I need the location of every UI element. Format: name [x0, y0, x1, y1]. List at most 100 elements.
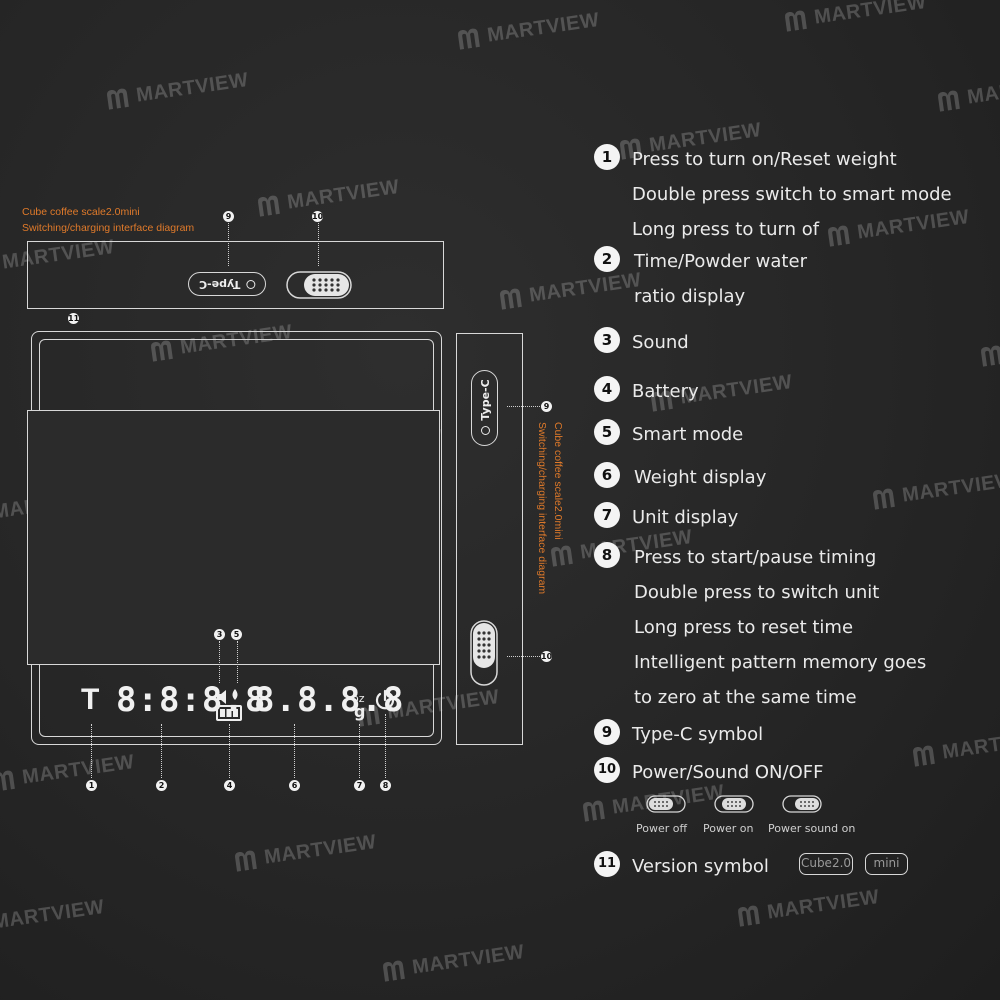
callout-4: 4 — [224, 780, 235, 791]
switch-state-label-on: Power on — [703, 822, 754, 835]
legend-text: Power/Sound ON/OFF — [632, 755, 823, 790]
brand-logo-icon — [934, 87, 963, 114]
leader-10-top — [318, 223, 319, 266]
port-dot-icon-side — [480, 425, 490, 435]
legend-line: Double press to switch unit — [634, 582, 880, 603]
legend-line: Long press to turn of — [632, 219, 820, 240]
version-tag-cube: Cube2.0 — [799, 853, 853, 875]
legend-number-badge: 4 — [594, 376, 620, 402]
brand-logo-icon — [103, 85, 132, 112]
switch-state-label-sound: Power sound on — [768, 822, 856, 835]
legend-line: Double press switch to smart mode — [632, 184, 952, 205]
legend-line: ratio display — [634, 286, 746, 307]
legend-text: Smart mode — [632, 417, 743, 452]
brand-logo-icon — [734, 902, 763, 929]
watermark: MARTVIEW — [379, 940, 526, 984]
callout-11: 11 — [68, 313, 80, 324]
legend-text: Unit display — [632, 500, 738, 535]
leader-8 — [385, 714, 386, 778]
unit-g: g — [354, 702, 366, 721]
type-c-side-label: Type-C — [478, 379, 492, 421]
legend-text: Version symbol — [632, 849, 769, 884]
callout-3: 3 — [214, 629, 225, 640]
legend-text: Weight display — [634, 460, 766, 495]
legend-line: Unit display — [632, 507, 739, 528]
smart-mode-icon — [232, 689, 238, 700]
legend-line: Press to start/pause timing — [634, 547, 877, 568]
switch-power-sound-on-icon — [782, 795, 822, 813]
legend-text: Battery — [632, 374, 699, 409]
callout-5: 5 — [231, 629, 242, 640]
brand-logo-icon — [547, 542, 576, 569]
legend-item: 2 Time/Powder water ratio display — [594, 244, 807, 314]
watermark-text: MARTVIEW — [410, 940, 526, 979]
watermark-text: MARTVIEW — [812, 0, 928, 29]
leader-4 — [229, 724, 230, 778]
leader-9-side — [507, 406, 540, 407]
legend-line: Power/Sound ON/OFF — [632, 762, 824, 783]
type-c-port-side: Type-C — [471, 370, 498, 446]
legend-number-badge: 2 — [594, 246, 620, 272]
watermark: MARTVIEW — [454, 8, 601, 52]
watermark: MARTVIEW — [0, 895, 106, 939]
leader-1 — [91, 724, 92, 778]
power-button-icon[interactable] — [373, 688, 397, 712]
watermark: MARTVIEW — [547, 525, 694, 569]
leader-5 — [237, 641, 238, 683]
brand-logo-icon — [824, 222, 853, 249]
brand-logo-icon — [579, 797, 608, 824]
callout-2: 2 — [156, 780, 167, 791]
brand-logo-icon — [379, 957, 408, 984]
brand-logo-icon — [231, 847, 260, 874]
watermark: MARTVIEW — [616, 118, 763, 162]
side-caption: Cube coffee scale2.0mini Switching/charg… — [534, 422, 566, 594]
legend-line: Battery — [632, 381, 699, 402]
switch-power-on-icon — [714, 795, 754, 813]
legend-number-badge: 7 — [594, 502, 620, 528]
leader-3 — [219, 641, 220, 683]
legend-line: Intelligent pattern memory goes — [634, 652, 927, 673]
legend-line: Press to turn on/Reset weight — [632, 149, 897, 170]
watermark: MARTVIEW — [977, 325, 1000, 369]
brand-logo-icon — [147, 337, 176, 364]
timer-t-icon: T — [81, 683, 100, 716]
watermark-text: MARTVIEW — [965, 70, 1000, 109]
legend-line: Time/Powder water — [634, 251, 807, 272]
side-caption-line2: Switching/charging interface diagram — [536, 422, 548, 595]
leader-7 — [359, 724, 360, 778]
legend-line: Type-C symbol — [632, 724, 764, 745]
watermark: MARTVIEW — [781, 0, 928, 34]
legend-line: Weight display — [634, 467, 767, 488]
leader-9-top — [228, 223, 229, 266]
legend-number-badge: 8 — [594, 542, 620, 568]
legend-line: Version symbol — [632, 856, 769, 877]
power-switch-side — [470, 620, 498, 686]
watermark-text: MARTVIEW — [20, 750, 136, 789]
callout-7: 7 — [354, 780, 365, 791]
brand-logo-icon — [869, 485, 898, 512]
watermark: MARTVIEW — [103, 68, 250, 112]
legend-line: Smart mode — [632, 424, 744, 445]
weight-display: 8.8.8.8 — [254, 680, 405, 720]
leader-10-side — [507, 656, 540, 657]
callout-9-side: 9 — [541, 401, 552, 412]
watermark-text: MARTVIEW — [900, 468, 1000, 507]
watermark-text: MARTVIEW — [134, 68, 250, 107]
legend-number-badge: 1 — [594, 144, 620, 170]
watermark: MARTVIEW — [354, 685, 501, 729]
callout-6: 6 — [289, 780, 300, 791]
brand-logo-icon — [781, 7, 810, 34]
callout-10-top: 10 — [312, 211, 324, 222]
version-tag-mini: mini — [865, 853, 908, 875]
power-switch-edge — [286, 271, 352, 299]
watermark: MARTVIEW — [909, 725, 1000, 769]
legend-number-badge: 6 — [594, 462, 620, 488]
brand-logo-icon — [354, 702, 383, 729]
watermark-text: MARTVIEW — [0, 895, 106, 934]
time-display: 8:8:8.8 — [116, 680, 267, 720]
